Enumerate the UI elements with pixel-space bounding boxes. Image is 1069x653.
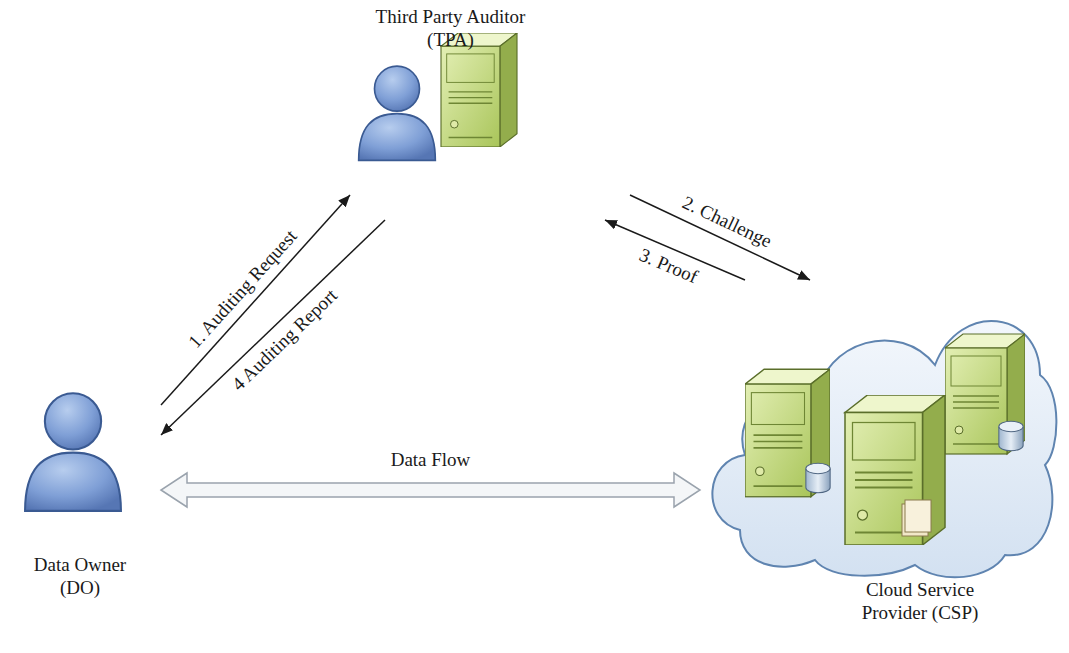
node-label: Data Owner (DO): [21, 553, 139, 599]
data-owner-node: Data Owner (DO): [5, 385, 161, 630]
node-label: Cloud Service Provider (CSP): [838, 578, 1003, 624]
data-flow-arrow: [161, 473, 700, 507]
edge-label: 2. Challenge: [679, 192, 775, 253]
message-arrow: [161, 220, 385, 435]
label-holder: Third Party Auditor (TPA): [358, 5, 543, 51]
edge-label: 3. Proof: [636, 243, 701, 287]
auditor-node: Third Party Auditor (TPA): [350, 5, 630, 220]
node-label: Third Party Auditor (TPA): [362, 5, 540, 51]
message-arrow: [161, 195, 350, 405]
label-holder: Data Owner (DO): [5, 553, 155, 599]
label-holder: Cloud Service Provider (CSP): [830, 578, 1010, 624]
cloud-provider-node: Cloud Service Provider (CSP): [700, 280, 1065, 650]
edge-label: Data Flow: [391, 449, 471, 471]
